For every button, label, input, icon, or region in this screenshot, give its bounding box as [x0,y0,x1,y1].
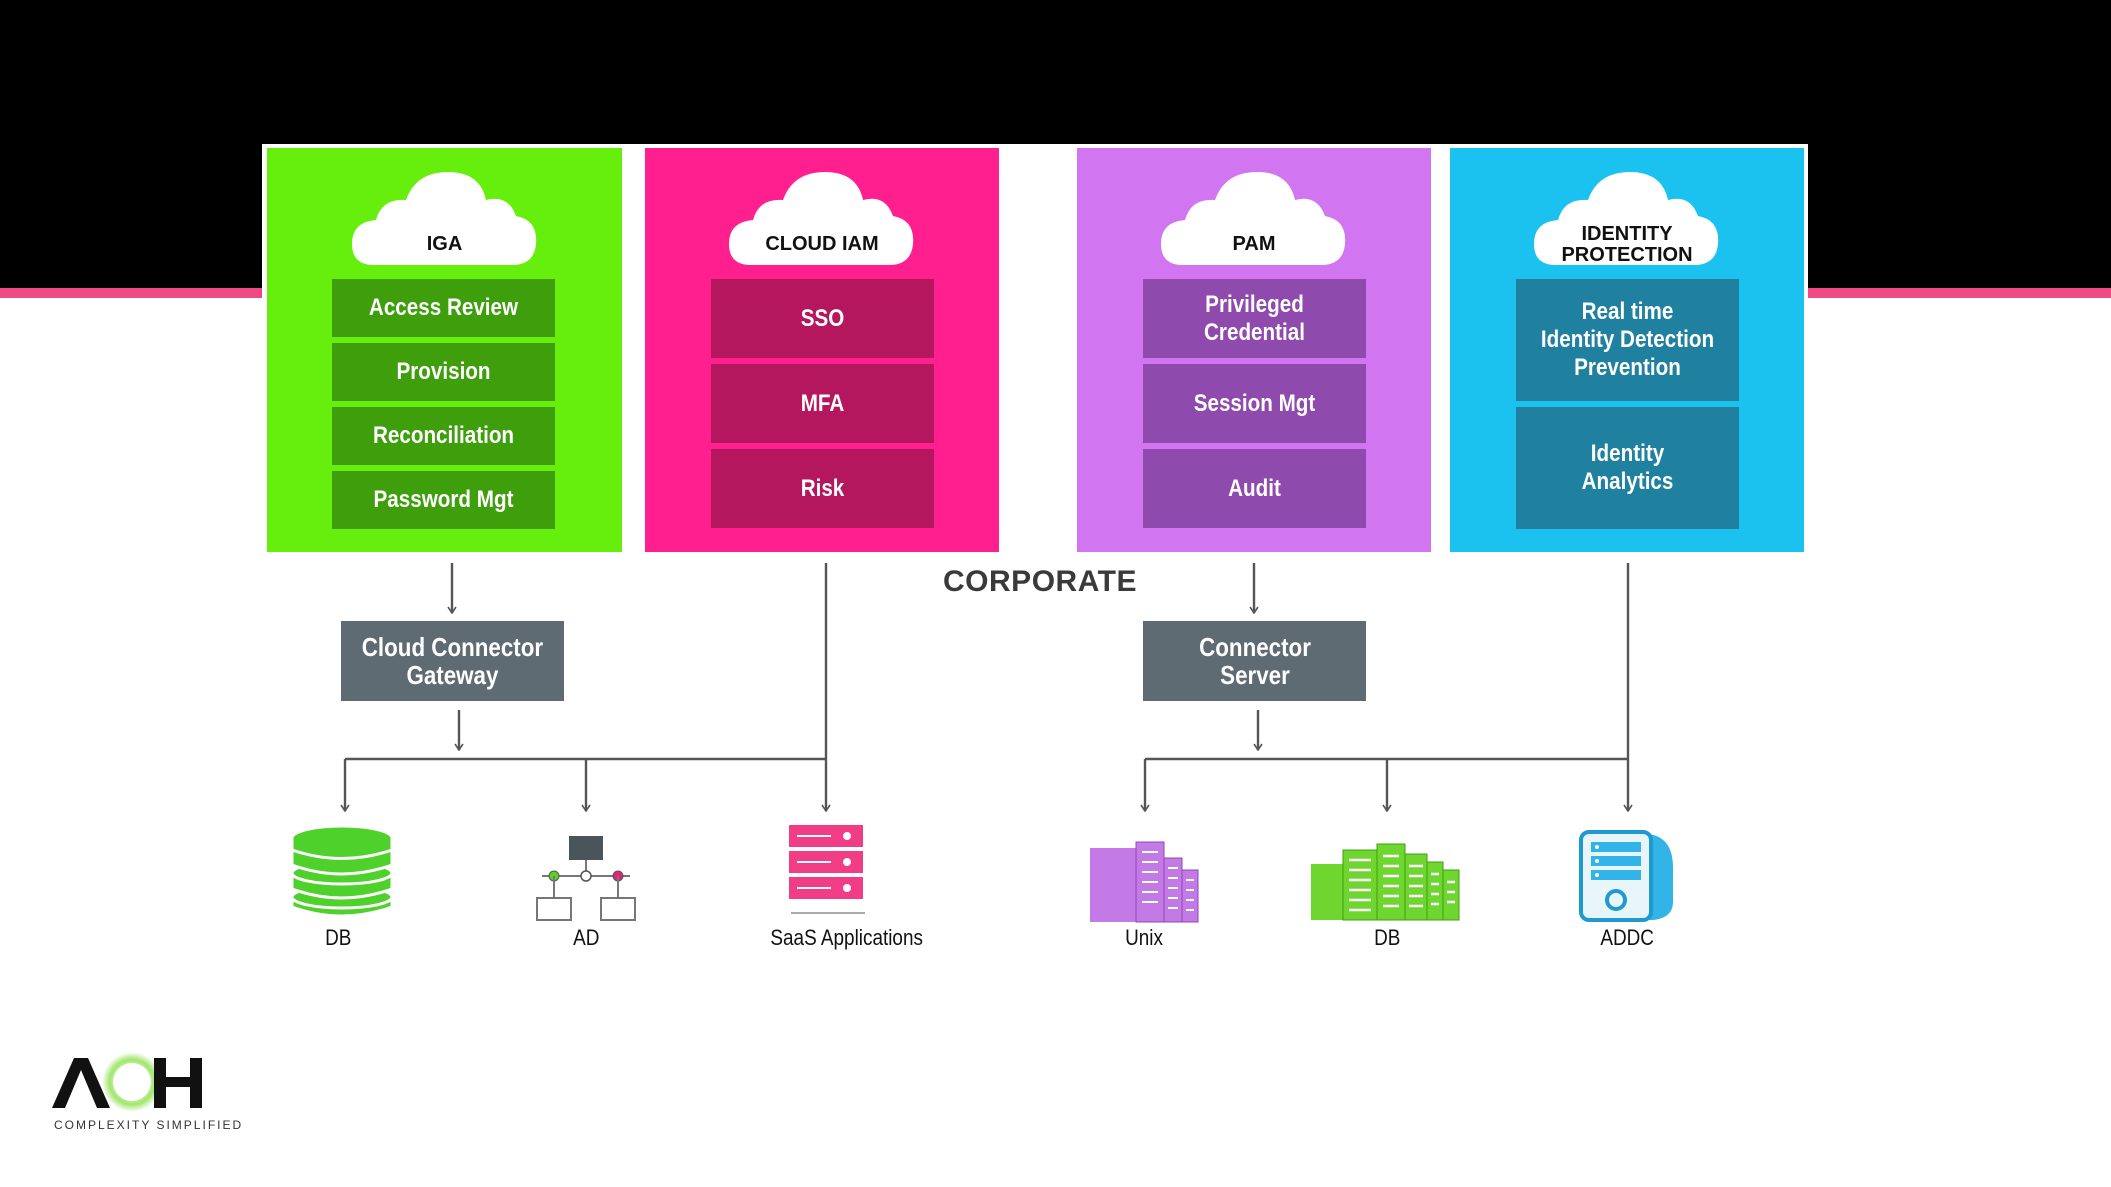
target-label: DB [1373,925,1401,950]
cloud-icon: CLOUD IAM [645,164,999,268]
panel-cloud-iam: CLOUD IAM SSO MFA Risk [645,148,999,552]
feature-label: SSO [800,304,845,332]
feature-label: Identity Analytics [1581,440,1674,495]
feature-label: Password Mgt [373,486,514,513]
feature-label: Risk [800,474,845,502]
gateway-label: Cloud Connector Gateway [361,632,544,690]
feature-label: Real time Identity Detection Prevention [1540,298,1715,381]
feature-box: Audit [1143,449,1366,528]
panel-pam: PAM Privileged Credential Session Mgt Au… [1077,148,1431,552]
cloud-icon: PAM [1077,164,1431,268]
feature-label: MFA [800,389,845,417]
feature-box: Privileged Credential [1143,279,1366,358]
feature-box: Risk [711,449,934,528]
aoh-logo [52,1052,202,1112]
feature-box: Identity Analytics [1516,407,1739,529]
buildings-icon [1090,841,1199,923]
gateway-label: Connector Server [1198,632,1311,690]
server-icon [1579,830,1673,922]
feature-label: Provision [396,358,491,385]
target-label: DB [324,925,352,950]
feature-label: Audit [1228,474,1281,502]
data-center-icon [1311,843,1460,921]
panel-title: IGA [426,233,463,255]
feature-box: Session Mgt [1143,364,1366,443]
target-label: ADDC [1600,925,1654,950]
feature-box: Access Review [332,279,555,337]
feature-box: Password Mgt [332,471,555,529]
feature-box: Real time Identity Detection Prevention [1516,279,1739,401]
org-chart-icon [536,836,636,921]
panel-title: CLOUD IAM [765,233,879,255]
target-label: SaaS Applications [770,925,924,950]
panel-iga: IGA Access Review Provision Reconciliati… [267,148,622,552]
feature-box: MFA [711,364,934,443]
feature-label: Reconciliation [372,422,515,449]
panel-title: IDENTITY PROTECTION [1561,223,1693,266]
target-label: AD [572,925,600,950]
feature-box: Reconciliation [332,407,555,465]
corporate-label: CORPORATE [943,565,1137,598]
feature-label: Session Mgt [1193,389,1316,417]
panel-identity-protection: IDENTITY PROTECTION Real time Identity D… [1450,148,1804,552]
server-stack-icon [789,825,865,914]
feature-label: Privileged Credential [1204,290,1305,346]
database-icon [290,824,394,918]
cloud-connector-gateway-box: Cloud Connector Gateway [341,621,564,701]
cloud-icon: IDENTITY PROTECTION [1450,164,1804,268]
feature-box: Provision [332,343,555,401]
connector-server-box: Connector Server [1143,621,1366,701]
target-label: Unix [1125,925,1163,950]
feature-label: Access Review [368,294,519,321]
logo-tagline: COMPLEXITY SIMPLIFIED [54,1118,244,1132]
cloud-icon: IGA [267,164,622,268]
feature-box: SSO [711,279,934,358]
panel-title: PAM [1232,233,1276,255]
